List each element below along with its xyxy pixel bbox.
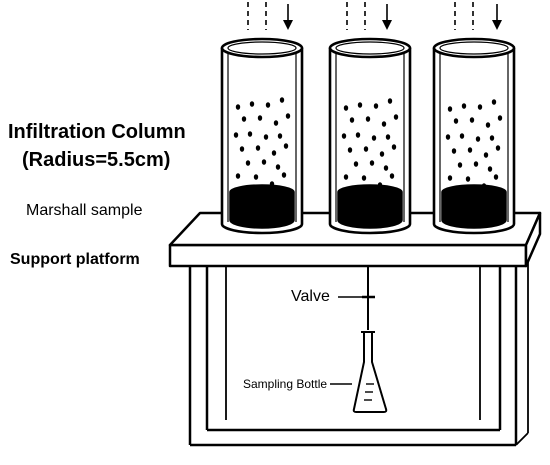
droplet	[257, 115, 263, 121]
inflow-arrows	[247, 2, 502, 30]
droplet	[453, 118, 459, 124]
droplet	[349, 117, 355, 123]
droplet	[381, 121, 387, 127]
column-droplets	[233, 97, 291, 187]
platform-front-face	[168, 243, 528, 268]
droplet	[253, 174, 259, 180]
droplet	[271, 150, 277, 156]
droplet	[341, 133, 347, 139]
droplet	[487, 166, 493, 172]
droplet	[235, 173, 241, 179]
droplet	[263, 134, 269, 140]
droplet	[357, 102, 363, 108]
inflow-arrow-group-2	[346, 2, 392, 30]
label-marshall-sample: Marshall sample	[26, 202, 143, 219]
droplet	[489, 135, 495, 141]
droplet	[283, 143, 289, 149]
droplet	[273, 120, 279, 126]
droplet	[365, 116, 371, 122]
droplet	[369, 160, 375, 166]
inflow-arrow-group-1	[247, 2, 293, 30]
column-droplets	[445, 99, 503, 189]
droplet	[249, 101, 255, 107]
droplet	[275, 164, 281, 170]
platform-side-face	[524, 211, 542, 268]
droplet	[361, 175, 367, 181]
droplet	[385, 134, 391, 140]
infiltration-column-3	[432, 37, 516, 235]
marshall-sample	[441, 184, 507, 229]
frame-bottom-rail-side	[515, 432, 529, 446]
droplet	[447, 175, 453, 181]
droplet	[387, 98, 393, 104]
droplet	[383, 165, 389, 171]
infiltration-columns	[220, 37, 516, 235]
droplet	[495, 145, 501, 151]
valve-assembly	[330, 266, 388, 413]
inflow-arrow-group-3	[454, 2, 502, 30]
droplet	[379, 151, 385, 157]
droplet	[477, 104, 483, 110]
droplet	[233, 132, 239, 138]
droplet	[491, 99, 497, 105]
droplet	[447, 106, 453, 112]
droplet	[371, 135, 377, 141]
droplet	[469, 117, 475, 123]
droplet	[485, 122, 491, 128]
sampling-bottle-body	[352, 331, 388, 413]
label-support-platform: Support platform	[10, 251, 140, 268]
droplet	[461, 103, 467, 109]
droplet	[457, 162, 463, 168]
droplet	[235, 104, 241, 110]
droplet	[347, 147, 353, 153]
droplet	[389, 173, 395, 179]
column-inner-rim	[335, 41, 405, 55]
droplet	[465, 176, 471, 182]
droplet	[373, 103, 379, 109]
droplet	[459, 133, 465, 139]
droplet	[343, 105, 349, 111]
column-droplets	[341, 98, 399, 188]
droplet	[353, 161, 359, 167]
droplet	[343, 174, 349, 180]
marshall-sample	[229, 184, 295, 229]
droplet	[451, 148, 457, 154]
droplet	[391, 144, 397, 150]
droplet	[493, 174, 499, 180]
column-inner-rim	[227, 41, 297, 55]
label-valve: Valve	[291, 288, 330, 305]
droplet	[255, 145, 261, 151]
droplet	[355, 132, 361, 138]
droplet	[277, 133, 283, 139]
droplet	[285, 113, 291, 119]
label-column-radius: (Radius=5.5cm)	[22, 149, 171, 171]
droplet	[239, 146, 245, 152]
droplet	[265, 102, 271, 108]
infiltration-column-2	[328, 37, 412, 235]
label-sampling-bottle: Sampling Bottle	[243, 377, 328, 391]
droplet	[445, 134, 451, 140]
droplet	[247, 131, 253, 137]
support-frame	[188, 262, 529, 447]
marshall-sample	[337, 184, 403, 229]
column-inner-rim	[439, 41, 509, 55]
droplet	[279, 97, 285, 103]
label-infiltration-column: Infiltration Column	[8, 121, 186, 143]
droplet	[483, 152, 489, 158]
droplet	[475, 136, 481, 142]
droplet	[245, 160, 251, 166]
droplet	[467, 147, 473, 153]
droplet	[363, 146, 369, 152]
droplet	[241, 116, 247, 122]
droplet	[261, 159, 267, 165]
droplet	[393, 114, 399, 120]
droplet	[281, 172, 287, 178]
infiltration-column-1	[220, 37, 304, 235]
droplet	[473, 161, 479, 167]
droplet	[497, 115, 503, 121]
